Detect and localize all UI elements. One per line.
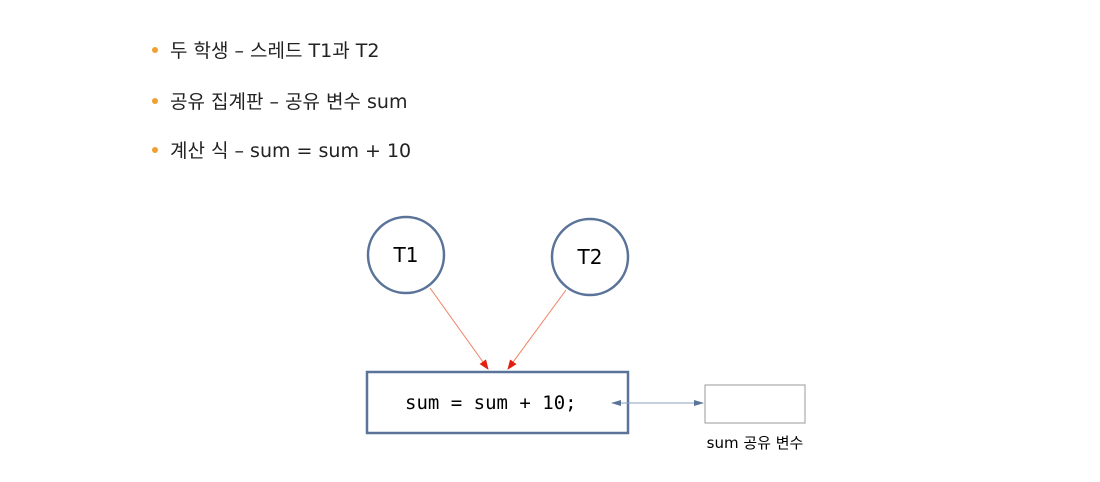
bullet-dot-icon: [152, 146, 158, 153]
bullet-item: 공유 집계판 – 공유 변수 sum: [152, 87, 407, 114]
bullet-dot-icon: [152, 97, 158, 104]
shared-variable-label: sum 공유 변수: [707, 434, 804, 452]
bullet-text: 계산 식 – sum = sum + 10: [170, 140, 412, 162]
thread-label: T1: [393, 243, 419, 267]
bullet-item: 계산 식 – sum = sum + 10: [152, 136, 411, 163]
code-box: sum = sum + 10;: [365, 370, 630, 435]
bullet-item: 두 학생 – 스레드 T1과 T2: [152, 36, 379, 63]
code-text: sum = sum + 10;: [405, 392, 577, 414]
shared-variable-box: [704, 384, 806, 424]
thread-node-t1: T1: [366, 215, 446, 295]
thread-label: T2: [577, 245, 603, 269]
arrow-t1-to-code: [429, 287, 489, 370]
bullet-text: 두 학생 – 스레드 T1과 T2: [170, 40, 380, 62]
thread-node-t2: T2: [550, 217, 630, 297]
arrow-t2-to-code: [507, 289, 567, 370]
bullet-dot-icon: [152, 46, 158, 53]
bullet-text: 공유 집계판 – 공유 변수 sum: [170, 91, 408, 113]
